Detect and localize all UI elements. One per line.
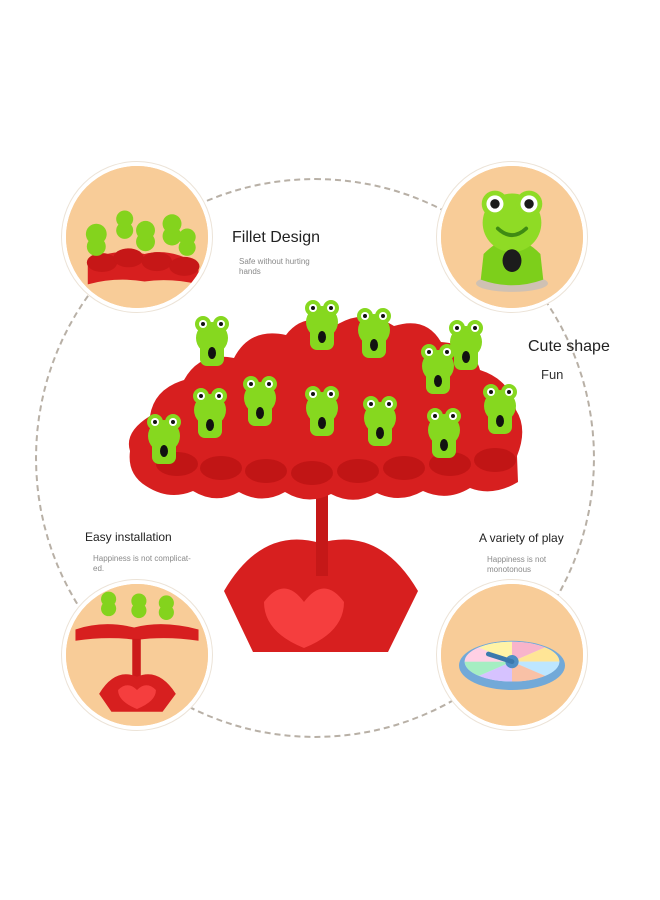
frog-balance-tree-image <box>96 278 548 672</box>
fillet-design-image <box>62 162 212 312</box>
variety-play-subtitle: Happiness is not monotonous <box>487 555 577 574</box>
easy-installation-subtitle: Happiness is not complicat- ed. <box>93 554 211 573</box>
easy-installation-title: Easy installation <box>85 530 172 544</box>
dashed-feature-ring <box>35 178 595 738</box>
fillet-design-subtitle: Safe without hurting hands <box>239 257 349 276</box>
spinner-variety-image <box>437 580 587 730</box>
cute-shape-title: Cute shape <box>528 338 610 355</box>
fillet-design-title: Fillet Design <box>232 229 321 246</box>
easy-installation-subtitle-line-1: Happiness is not complicat- <box>93 554 191 563</box>
frog-group <box>147 300 517 464</box>
fillet-design-subtitle-line-2: hands <box>239 266 261 276</box>
variety-play-subtitle-line-1: Happiness is not <box>487 555 547 564</box>
easy-installation-subtitle-line-2: ed. <box>93 563 105 573</box>
cute-frog-image <box>437 162 587 312</box>
cute-shape-subtitle: Fun <box>541 367 564 382</box>
easy-installation-image <box>62 580 212 730</box>
variety-play-subtitle-line-2: monotonous <box>487 564 532 574</box>
variety-play-title: A variety of play <box>479 531 564 545</box>
fillet-design-subtitle-line-1: Safe without hurting <box>239 257 310 266</box>
